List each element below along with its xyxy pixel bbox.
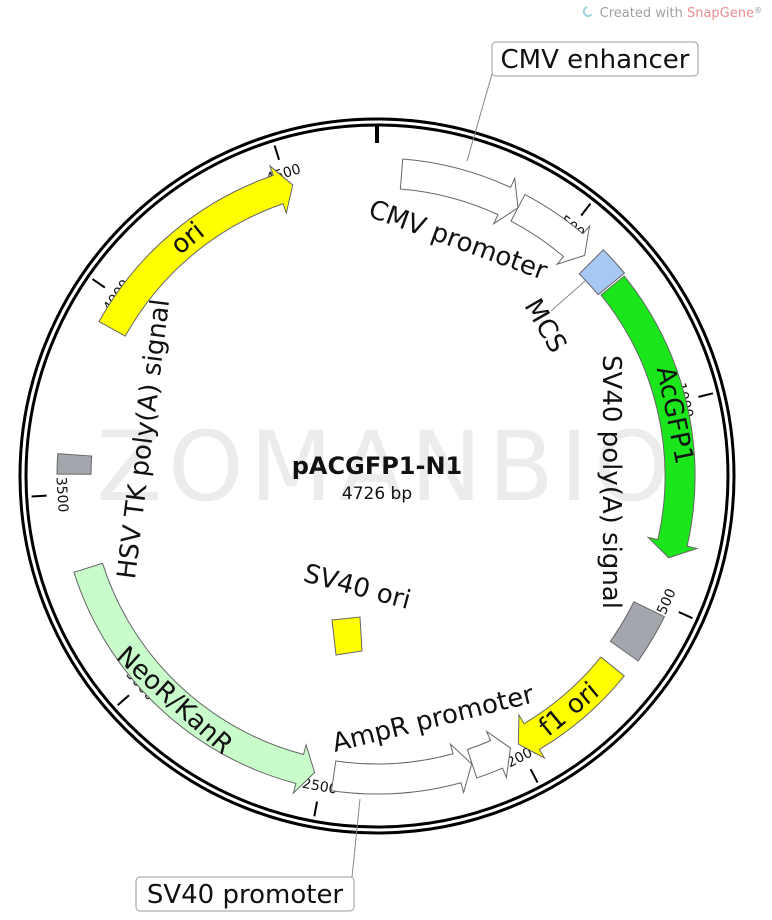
tick-label-3500: 3500 bbox=[53, 476, 71, 513]
tick-mark-1000 bbox=[698, 392, 714, 398]
snapgene-brand: SnapGene bbox=[686, 6, 754, 21]
feature-ori bbox=[98, 164, 294, 337]
sv40-ori-label: SV40 ori bbox=[300, 559, 414, 616]
cmv-enhancer-label: CMV enhancer bbox=[501, 45, 690, 75]
cmv-enhancer-label-box bbox=[491, 41, 699, 77]
feature-sv40-poly-a-signal bbox=[609, 601, 666, 662]
tick-mark-3500 bbox=[31, 494, 47, 498]
tick-mark-2000 bbox=[529, 768, 539, 783]
tick-mark-3000 bbox=[117, 694, 130, 706]
feature-neor-kanr bbox=[73, 562, 316, 795]
tick-mark-1500 bbox=[678, 611, 693, 620]
feature-acgfp1 bbox=[600, 275, 699, 559]
plasmid-name: pACGFP1-N1 bbox=[292, 452, 463, 480]
tick-mark-2500 bbox=[313, 801, 319, 817]
tick-mark-4000 bbox=[91, 278, 106, 289]
feature-cmv-promoter bbox=[510, 193, 591, 266]
feature-f1-ori bbox=[517, 656, 625, 760]
feature-label-neor-kanr: NeoR/KanR bbox=[110, 641, 238, 761]
watermark: ZOMANBIO bbox=[96, 411, 675, 523]
plasmid-size: 4726 bp bbox=[342, 484, 412, 504]
tick-label-2500: 2500 bbox=[301, 776, 339, 798]
feature-hsv-tk-poly-a-signal bbox=[56, 453, 93, 475]
feature-ampr-promoter bbox=[466, 730, 511, 780]
sv40-polya-label: SV40 poly(A) signal bbox=[596, 355, 626, 609]
snapgene-credit: Created with SnapGene® bbox=[583, 6, 762, 21]
sv40-ori-feature bbox=[331, 616, 363, 656]
tick-mark-500 bbox=[580, 203, 592, 217]
sv40-promoter-label: SV40 promoter bbox=[147, 880, 344, 910]
feature-sv40-promoter bbox=[330, 742, 473, 795]
sv40-promoter-label-box bbox=[135, 876, 355, 912]
feature-mcs bbox=[578, 249, 626, 296]
mcs-leader bbox=[550, 280, 586, 312]
cmv-enhancer-leader bbox=[466, 73, 493, 162]
feature-cmv-enhancer bbox=[399, 158, 519, 226]
tick-mark-4500 bbox=[273, 145, 280, 161]
backbone-outer bbox=[18, 117, 736, 835]
sv40-promoter-leader bbox=[351, 798, 361, 878]
backbone-inner bbox=[24, 123, 730, 829]
mcs-label: MCS bbox=[518, 294, 573, 358]
